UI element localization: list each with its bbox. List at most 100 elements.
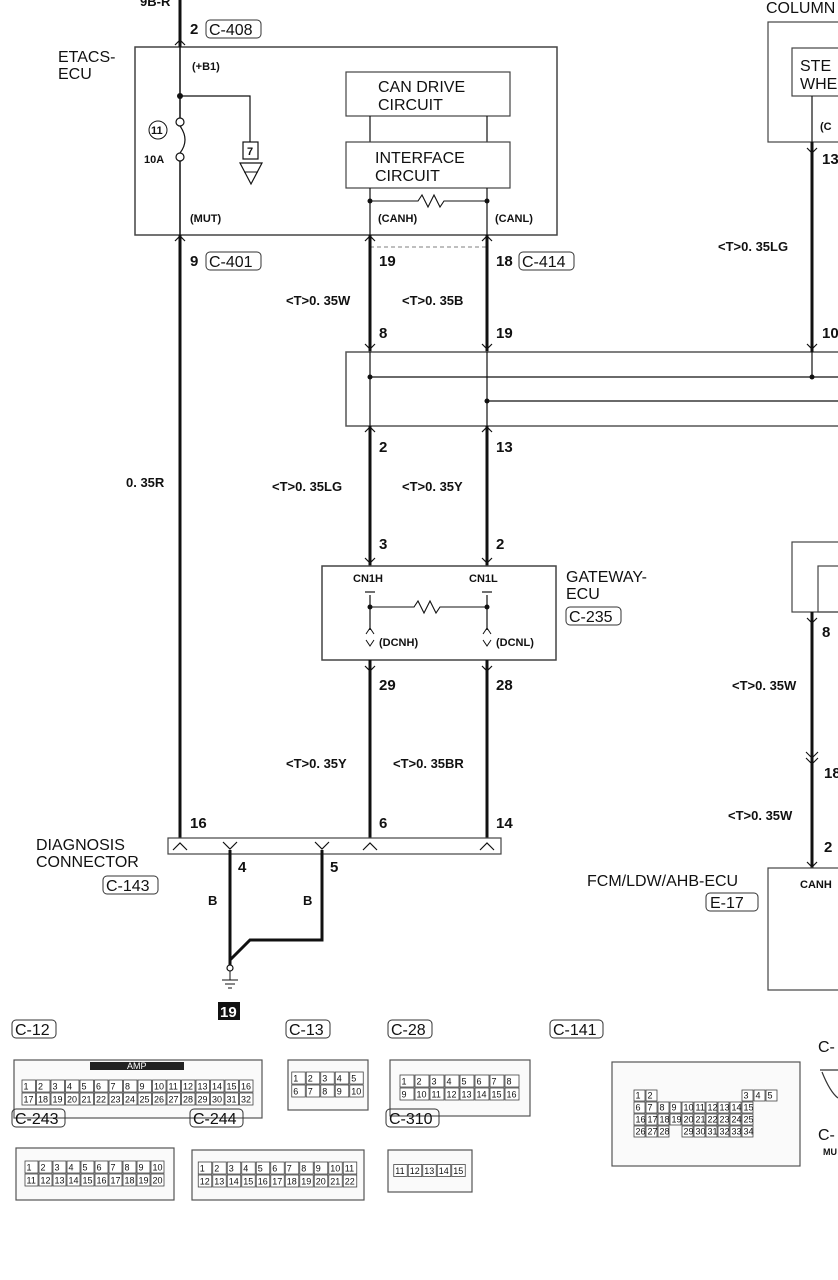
termination-resistor-icon xyxy=(370,193,487,209)
wire-label-035y-a: <T>0. 35Y xyxy=(402,479,463,494)
connector-pin: 8 xyxy=(660,1103,665,1113)
gateway-ecu-box xyxy=(321,565,557,661)
pin-8: 8 xyxy=(379,325,387,342)
connector-pin: 31 xyxy=(227,1095,237,1105)
connector-pin: 12 xyxy=(447,1090,457,1100)
partial-connector-top: C- xyxy=(818,1039,835,1056)
connector-pin: 8 xyxy=(125,1163,130,1173)
connector-pin: 14 xyxy=(229,1177,239,1187)
pin-r8: 8 xyxy=(822,624,830,641)
connector-pin: 8 xyxy=(322,1087,327,1097)
joint-connector-box xyxy=(345,351,838,427)
connector-pin: 13 xyxy=(198,1082,208,1092)
connector-pin: 10 xyxy=(417,1090,427,1100)
connector-pin: 17 xyxy=(648,1115,658,1125)
connector-pin: 19 xyxy=(53,1095,63,1105)
connector-pin: 13 xyxy=(214,1177,224,1187)
connector-pin: 10 xyxy=(684,1103,694,1113)
connector-pin: 29 xyxy=(198,1095,208,1105)
connector-pin: 11 xyxy=(345,1164,354,1174)
pin-5: 5 xyxy=(330,859,338,876)
connector-c143: C-143 xyxy=(106,878,150,895)
wire-label-035r: 0. 35R xyxy=(126,475,165,490)
connector-pin: 22 xyxy=(345,1177,355,1187)
connector-pin: 22 xyxy=(708,1115,718,1125)
connector-pin: 12 xyxy=(200,1177,210,1187)
connector-view-id: C-12 xyxy=(15,1022,50,1039)
connector-pin: 23 xyxy=(111,1095,121,1105)
terminal-cn1l: CN1L xyxy=(469,573,498,585)
connector-pin: 21 xyxy=(696,1115,706,1125)
connector-pin: 2 xyxy=(308,1074,313,1084)
wire-label-035w-a: <T>0. 35W xyxy=(286,293,351,308)
connector-pin: 4 xyxy=(447,1077,452,1087)
connector-pin: 6 xyxy=(636,1103,641,1113)
connector-pin: 17 xyxy=(111,1176,121,1186)
ground-number: 19 xyxy=(220,1004,237,1021)
connector-view-id: C-310 xyxy=(389,1111,433,1128)
terminal-fcm-canh: CANH xyxy=(800,879,832,891)
connector-pin: 6 xyxy=(96,1082,101,1092)
fuse-rating: 10A xyxy=(144,154,164,166)
connector-view-id: C-13 xyxy=(289,1022,324,1039)
can-drive-circuit-box xyxy=(345,71,511,117)
connector-pin: 9 xyxy=(316,1164,321,1174)
connector-pin: 6 xyxy=(97,1163,102,1173)
connector-pin: 15 xyxy=(227,1082,237,1092)
connector-view-id: C-243 xyxy=(15,1111,59,1128)
column-box xyxy=(767,21,838,143)
connector-pin: 11 xyxy=(169,1082,178,1092)
interface-label-2: CIRCUIT xyxy=(375,168,440,185)
connector-pin: 20 xyxy=(153,1176,163,1186)
connector-pin: 8 xyxy=(301,1164,306,1174)
connector-pin: 4 xyxy=(69,1163,74,1173)
connector-pin: 7 xyxy=(648,1103,653,1113)
connector-pin: 1 xyxy=(293,1074,298,1084)
connector-pin: 10 xyxy=(351,1087,361,1097)
connector-pin: 18 xyxy=(660,1115,670,1125)
pin-13: 13 xyxy=(496,439,513,456)
connector-pin: 4 xyxy=(756,1091,761,1101)
connector-pin: 20 xyxy=(67,1095,77,1105)
connector-pin: 14 xyxy=(477,1090,487,1100)
connector-pin: 3 xyxy=(53,1082,58,1092)
connector-pin: 2 xyxy=(38,1082,43,1092)
ground-icon xyxy=(226,964,234,972)
connector-pin: 16 xyxy=(97,1176,107,1186)
connector-pin: 7 xyxy=(492,1077,497,1087)
pin-29: 29 xyxy=(379,677,396,694)
connector-box-c143 xyxy=(102,875,159,895)
ground-ref-7: 7 xyxy=(247,146,253,158)
ground-ref-icon xyxy=(239,162,263,186)
connector-pin: 27 xyxy=(648,1127,658,1137)
connector-pin: 1 xyxy=(200,1164,205,1174)
connector-pin: 5 xyxy=(768,1091,773,1101)
can-drive-label-1: CAN DRIVE xyxy=(378,79,465,96)
connector-pin: 15 xyxy=(453,1166,463,1176)
connector-pin: 18 xyxy=(38,1095,48,1105)
pin-2-top: 2 xyxy=(190,21,198,38)
connector-view-sub: AMP xyxy=(127,1061,147,1071)
steering-label-1: STE xyxy=(800,58,831,75)
connector-pin: 9 xyxy=(139,1163,144,1173)
pin-18: 18 xyxy=(496,253,513,270)
pin-6: 6 xyxy=(379,815,387,832)
connector-pin: 1 xyxy=(24,1082,29,1092)
connector-pin: 4 xyxy=(337,1074,342,1084)
connector-pin: 12 xyxy=(183,1082,193,1092)
connector-box-c414 xyxy=(518,251,575,271)
connector-pin: 25 xyxy=(744,1115,754,1125)
fcm-label: FCM/LDW/AHB-ECU xyxy=(587,873,738,890)
connector-pin: 9 xyxy=(672,1103,677,1113)
connector-pin: 13 xyxy=(55,1176,65,1186)
terminal-b1: (+B1) xyxy=(192,61,220,73)
connector-pin: 6 xyxy=(477,1077,482,1087)
connector-box-c401 xyxy=(205,251,262,271)
connector-pin: 19 xyxy=(139,1176,149,1186)
connector-pin: 2 xyxy=(417,1077,422,1087)
connector-pin: 11 xyxy=(432,1090,441,1100)
